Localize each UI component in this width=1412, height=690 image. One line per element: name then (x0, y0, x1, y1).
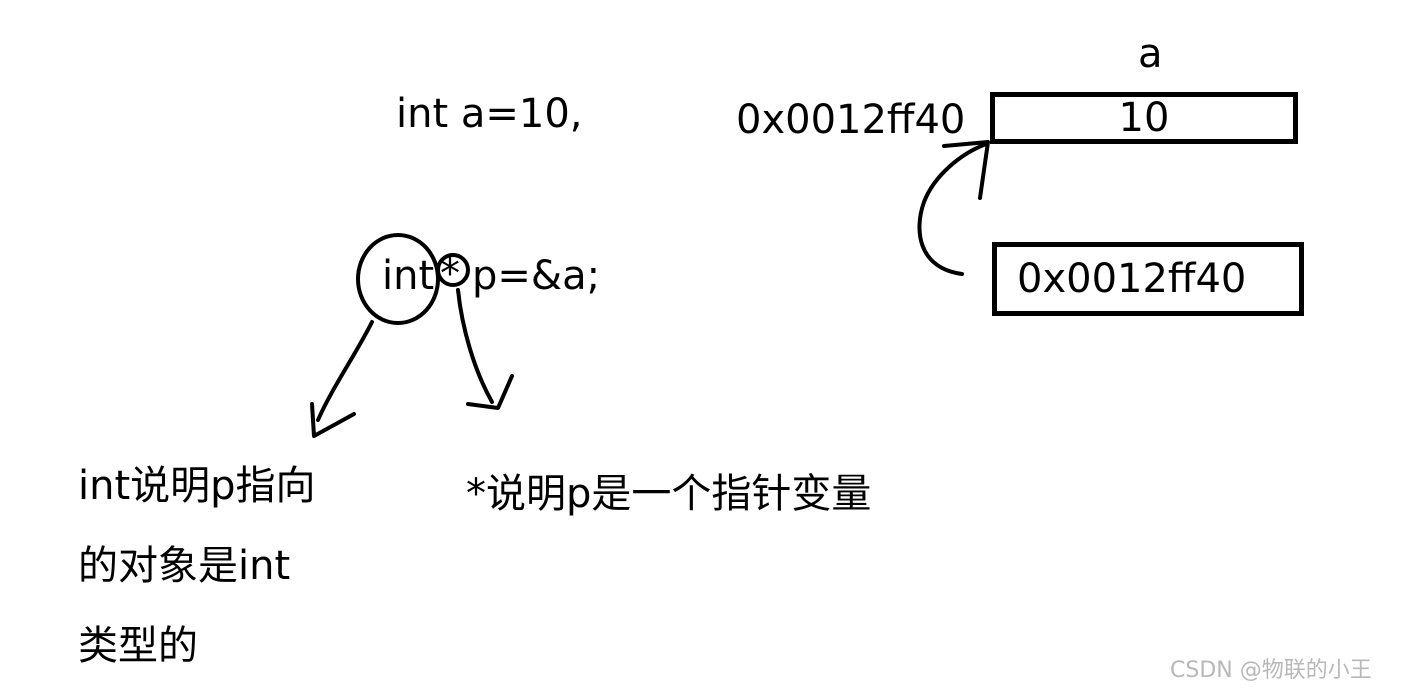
star-note: *说明p是一个指针变量 (466, 471, 872, 517)
pointer-arrow-p-to-a (917, 142, 988, 276)
memory-box-p: 0x0012ff40 (992, 242, 1304, 316)
int-note-line-2: 的对象是int (78, 543, 291, 589)
variable-label-a: a (1138, 31, 1163, 77)
arrow-to-star-note (456, 288, 494, 404)
memory-box-a: 10 (990, 92, 1298, 144)
circle-around-int (356, 233, 440, 325)
code-line-2-rest: p=&a; (472, 253, 601, 299)
address-label: 0x0012ff40 (736, 97, 966, 143)
memory-box-a-value: 10 (1118, 95, 1170, 141)
arrow-to-star-note-head (466, 374, 514, 410)
pointer-arrow-p-to-a-head (942, 140, 990, 200)
int-note-line-3: 类型的 (78, 623, 198, 669)
circle-around-star (436, 253, 470, 287)
arrow-to-int-note (316, 320, 374, 422)
arrow-to-int-note-head (310, 402, 356, 438)
code-line-2-type: int (382, 253, 435, 299)
memory-box-p-value: 0x0012ff40 (1017, 256, 1247, 302)
int-note-line-1: int说明p指向 (78, 463, 316, 509)
code-line-1: int a=10, (396, 91, 583, 137)
watermark: CSDN @物联的小王 (1170, 658, 1372, 683)
